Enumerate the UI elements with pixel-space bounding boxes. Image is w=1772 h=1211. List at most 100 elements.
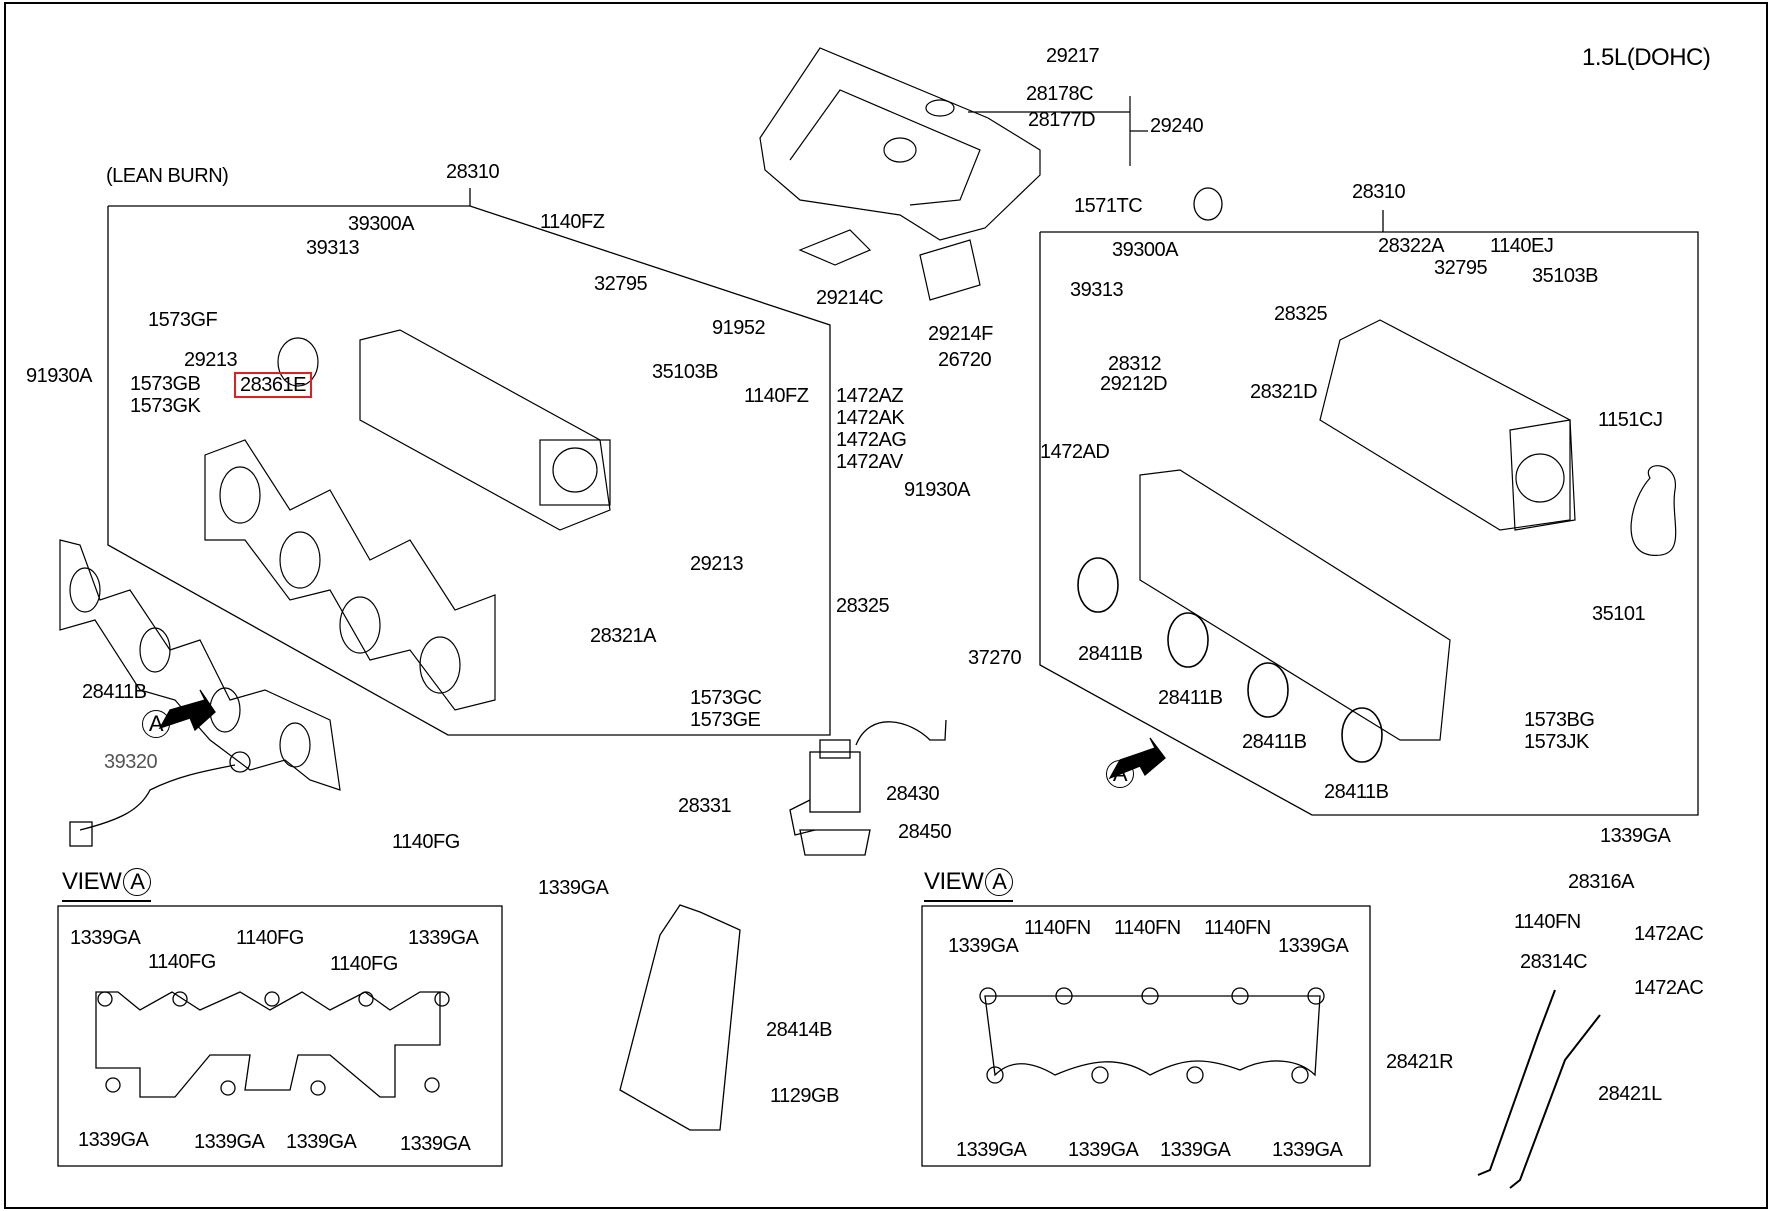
part-label[interactable]: 26720 bbox=[938, 349, 992, 371]
part-label[interactable]: 1339GA bbox=[78, 1129, 149, 1151]
part-label[interactable]: 29214F bbox=[928, 323, 993, 345]
part-label[interactable]: 1339GA bbox=[1068, 1139, 1139, 1161]
part-label[interactable]: 1339GA bbox=[286, 1131, 357, 1153]
part-label[interactable]: 1339GA bbox=[1278, 935, 1349, 957]
part-label[interactable]: 1339GA bbox=[1600, 825, 1671, 847]
part-label[interactable]: 29214C bbox=[816, 287, 884, 309]
part-label[interactable]: 1140EJ bbox=[1490, 235, 1554, 257]
egr-valve-illustration bbox=[789, 719, 947, 856]
part-label[interactable]: 1129GB bbox=[770, 1085, 839, 1107]
part-label[interactable]: 1472AC bbox=[1634, 977, 1704, 999]
part-label[interactable]: 39300A bbox=[348, 213, 414, 235]
part-label[interactable]: 1472AD bbox=[1040, 441, 1110, 463]
part-label[interactable]: 28411B bbox=[1078, 643, 1143, 665]
part-label[interactable]: 29213 bbox=[690, 553, 744, 575]
part-label[interactable]: 28316A bbox=[1568, 871, 1634, 893]
part-label[interactable]: 28310 bbox=[1352, 181, 1406, 203]
part-label[interactable]: 1573GE bbox=[690, 709, 761, 731]
part-label[interactable]: 35103B bbox=[652, 361, 718, 383]
diagram-frame bbox=[4, 2, 1768, 1209]
part-label[interactable]: 28310 bbox=[446, 161, 500, 183]
view-a-left-bolts bbox=[97, 991, 450, 1096]
part-label[interactable]: 1140FZ bbox=[540, 211, 605, 233]
bracket-28414b bbox=[619, 904, 741, 1131]
part-label[interactable]: 28411B bbox=[1324, 781, 1389, 803]
part-label[interactable]: 28321A bbox=[590, 625, 656, 647]
part-label[interactable]: 28331 bbox=[678, 795, 732, 817]
part-label[interactable]: 32795 bbox=[594, 273, 648, 295]
part-label[interactable]: 91930A bbox=[904, 479, 970, 501]
part-label[interactable]: 28321D bbox=[1250, 381, 1318, 403]
part-label[interactable]: 29213 bbox=[184, 349, 238, 371]
part-label[interactable]: 28325 bbox=[1274, 303, 1328, 325]
part-label[interactable]: 1339GA bbox=[408, 927, 479, 949]
part-label[interactable]: 1571TC bbox=[1074, 195, 1143, 217]
part-label[interactable]: 91952 bbox=[712, 317, 766, 339]
part-label[interactable]: 39313 bbox=[306, 237, 360, 259]
part-label[interactable]: 1140FN bbox=[1514, 911, 1581, 933]
part-label[interactable]: 28325 bbox=[836, 595, 890, 617]
left-assembly-outline bbox=[107, 205, 831, 736]
part-label[interactable]: 1339GA bbox=[538, 877, 609, 899]
part-label[interactable]: 1140FG bbox=[392, 831, 460, 853]
part-label[interactable]: 28178C bbox=[1026, 83, 1094, 105]
part-label[interactable]: 28450 bbox=[898, 821, 952, 843]
part-label[interactable]: 1472AC bbox=[1634, 923, 1704, 945]
part-label[interactable]: 1151CJ bbox=[1598, 409, 1663, 431]
part-label[interactable]: 28314C bbox=[1520, 951, 1588, 973]
view-a-left-gasket bbox=[95, 991, 441, 1098]
view-marker-left: A bbox=[140, 710, 170, 738]
part-label[interactable]: 35103B bbox=[1532, 265, 1598, 287]
part-label[interactable]: 28411B bbox=[1242, 731, 1307, 753]
part-label[interactable]: 28177D bbox=[1028, 109, 1096, 131]
part-label[interactable]: 28411B bbox=[1158, 687, 1223, 709]
part-label[interactable]: 1339GA bbox=[948, 935, 1019, 957]
part-label[interactable]: 1339GA bbox=[400, 1133, 471, 1155]
part-label[interactable]: 1140FN bbox=[1114, 917, 1181, 939]
part-label[interactable]: 1140FN bbox=[1024, 917, 1091, 939]
part-label[interactable]: 28421L bbox=[1598, 1083, 1662, 1105]
part-label[interactable]: 1472AK bbox=[836, 407, 905, 429]
part-label[interactable]: 1140FZ bbox=[744, 385, 809, 407]
part-label[interactable]: 1573GC bbox=[690, 687, 762, 709]
part-label[interactable]: 39300A bbox=[1112, 239, 1178, 261]
left-gasket-illustration bbox=[59, 539, 341, 791]
part-label[interactable]: 1472AG bbox=[836, 429, 907, 451]
part-label[interactable]: 1573GB bbox=[130, 373, 201, 395]
part-label[interactable]: 29240 bbox=[1150, 115, 1204, 137]
part-label[interactable]: 1472AV bbox=[836, 451, 903, 473]
part-label[interactable]: 28322A bbox=[1378, 235, 1444, 257]
part-label[interactable]: 1573GF bbox=[148, 309, 218, 331]
part-label[interactable]: 1573BG bbox=[1524, 709, 1595, 731]
stay-28421l bbox=[1509, 1014, 1601, 1189]
part-label[interactable]: 39313 bbox=[1070, 279, 1124, 301]
part-label[interactable]: 1140FG bbox=[330, 953, 398, 975]
part-label[interactable]: 28421R bbox=[1386, 1051, 1454, 1073]
part-label[interactable]: 1140FG bbox=[236, 927, 304, 949]
part-label[interactable]: 91930A bbox=[26, 365, 92, 387]
part-label[interactable]: 39320 bbox=[104, 751, 158, 773]
part-label[interactable]: 1140FN bbox=[1204, 917, 1271, 939]
part-label[interactable]: 1140FG bbox=[148, 951, 216, 973]
part-label[interactable]: 1339GA bbox=[70, 927, 141, 949]
part-label[interactable]: 1339GA bbox=[1160, 1139, 1231, 1161]
part-label[interactable]: 28312 bbox=[1108, 353, 1162, 375]
part-label[interactable]: 1573GK bbox=[130, 395, 201, 417]
right-assembly-outline bbox=[1039, 231, 1699, 816]
part-label[interactable]: 1339GA bbox=[194, 1131, 265, 1153]
part-label[interactable]: 28414B bbox=[766, 1019, 832, 1041]
part-label[interactable]: 1339GA bbox=[1272, 1139, 1343, 1161]
part-label[interactable]: 37270 bbox=[968, 647, 1022, 669]
part-label[interactable]: 1472AZ bbox=[836, 385, 904, 407]
part-label[interactable]: 1573JK bbox=[1524, 731, 1589, 753]
part-label[interactable]: 28411B bbox=[82, 681, 147, 703]
part-label[interactable]: 29217 bbox=[1046, 45, 1100, 67]
part-label[interactable]: 28430 bbox=[886, 783, 940, 805]
part-label[interactable]: 35101 bbox=[1592, 603, 1646, 625]
part-label[interactable]: 32795 bbox=[1434, 257, 1488, 279]
part-label[interactable]: 29212D bbox=[1100, 373, 1168, 395]
part-label[interactable]: 1339GA bbox=[956, 1139, 1027, 1161]
highlighted-part-label[interactable]: 28361E bbox=[234, 372, 312, 398]
